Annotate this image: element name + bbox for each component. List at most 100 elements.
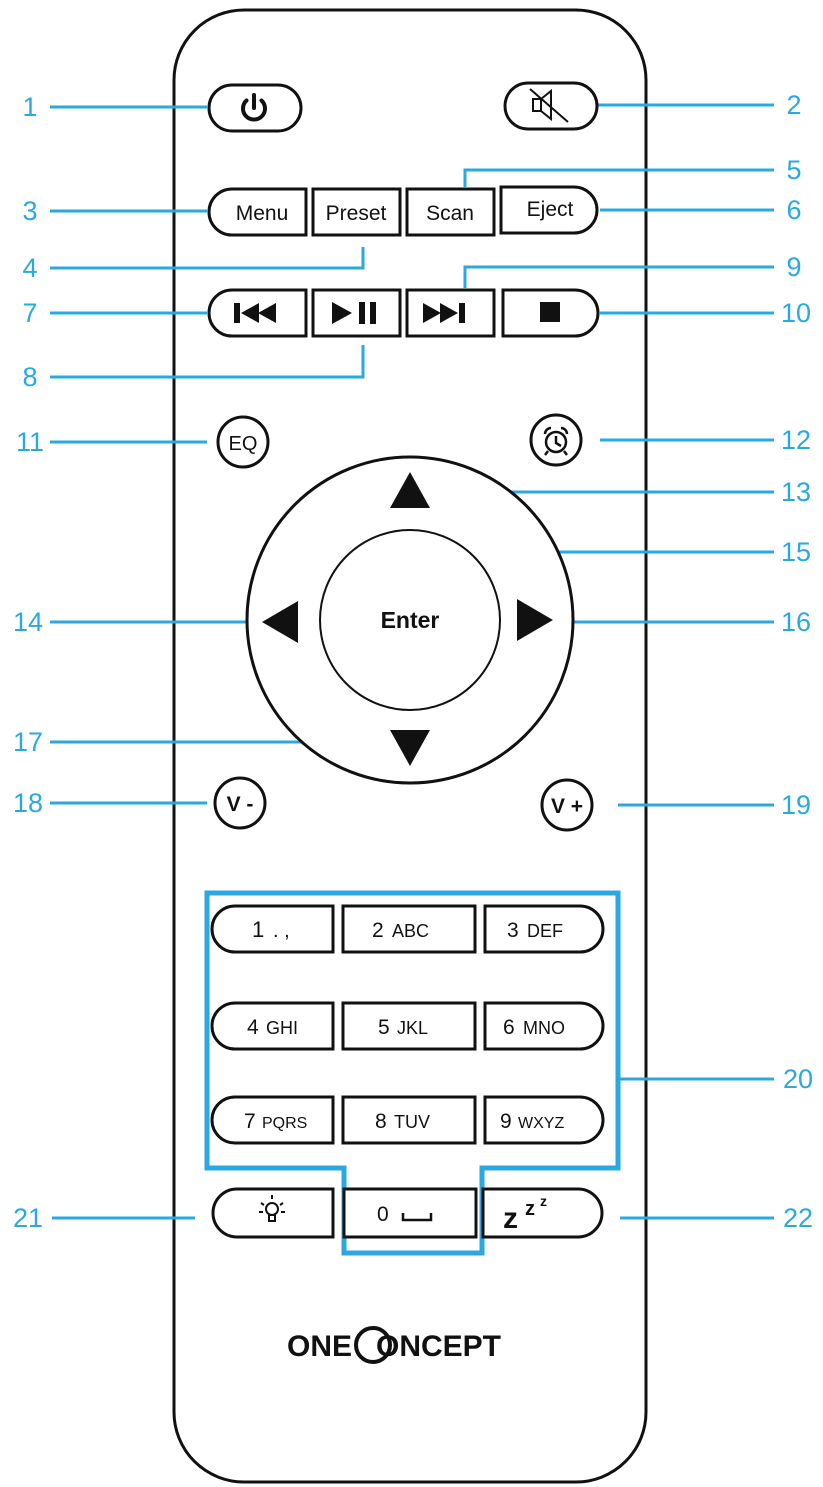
eject-label: Eject: [527, 198, 574, 221]
preset-label: Preset: [326, 202, 387, 225]
callout-10: 10: [781, 298, 811, 328]
callout-18: 18: [13, 788, 43, 818]
callout-17: 17: [13, 727, 43, 757]
callout-numbers: 1 2 3 4 5 6 7 8 9 10 11 12 13 14 15 16 1…: [13, 90, 813, 1233]
alarm-clock-icon: [543, 426, 569, 456]
callout-line-9: [463, 265, 774, 288]
callout-line-5: [463, 168, 774, 187]
key-5[interactable]: 5 JKL: [341, 1001, 477, 1051]
eq-label: EQ: [229, 433, 258, 455]
callout-21: 21: [13, 1203, 43, 1233]
space-icon: [401, 1213, 433, 1222]
callout-2: 2: [786, 90, 801, 120]
scan-button[interactable]: Scan: [405, 187, 496, 237]
key-7-letters: PQRS: [262, 1115, 307, 1132]
enter-button[interactable]: Enter: [319, 529, 501, 711]
menu-button[interactable]: Menu: [207, 187, 308, 237]
callout-line-4: [50, 247, 365, 270]
dimmer-button[interactable]: [211, 1187, 335, 1239]
menu-label: Menu: [236, 202, 289, 225]
key-3-letters: DEF: [527, 921, 563, 941]
key-9-letters: WXYZ: [518, 1115, 564, 1132]
callout-19: 19: [781, 790, 811, 820]
callout-20: 20: [783, 1064, 813, 1094]
key-1-letters: . ,: [273, 920, 290, 942]
key-0-number: 0: [377, 1203, 389, 1226]
volume-up-label: V +: [551, 795, 583, 818]
next-track-icon: [423, 303, 465, 323]
key-8-letters: TUV: [394, 1112, 430, 1132]
key-6-letters: MNO: [523, 1018, 565, 1038]
play-pause-icon: [332, 302, 376, 324]
key-7-number: 7: [244, 1110, 256, 1133]
sleep-z-small: z: [540, 1193, 547, 1209]
alarm-button[interactable]: [529, 413, 583, 467]
arrow-right-icon[interactable]: [517, 599, 553, 641]
preset-button[interactable]: Preset: [311, 187, 402, 237]
light-bulb-icon: [259, 1195, 285, 1222]
key-1[interactable]: 1 . ,: [210, 904, 335, 954]
mute-button[interactable]: [503, 81, 599, 131]
keypad-highlight-outline: [204, 890, 621, 1256]
key-6-number: 6: [503, 1016, 515, 1039]
key-8-number: 8: [375, 1110, 387, 1133]
sleep-z-medium: z: [525, 1198, 535, 1220]
power-button[interactable]: [207, 83, 303, 133]
key-4-number: 4: [247, 1016, 259, 1039]
key-9-number: 9: [500, 1110, 512, 1133]
arrow-left-icon[interactable]: [262, 601, 298, 643]
callout-15: 15: [781, 537, 811, 567]
key-2[interactable]: 2 ABC: [341, 904, 477, 954]
volume-up-button[interactable]: V +: [540, 778, 594, 832]
arrow-up-icon[interactable]: [390, 472, 430, 508]
callout-lines: [50, 103, 774, 1220]
brand-logo-ring: [354, 1326, 392, 1364]
callout-line-8: [50, 345, 365, 379]
brand-logo: ONE ONCEPT: [287, 1326, 501, 1364]
key-1-number: 1: [252, 917, 264, 942]
eq-button[interactable]: EQ: [216, 415, 270, 469]
volume-down-button[interactable]: V -: [213, 776, 267, 830]
previous-track-icon: [234, 303, 276, 323]
key-2-letters: ABC: [392, 921, 429, 941]
callout-22: 22: [783, 1203, 813, 1233]
callout-6: 6: [786, 195, 801, 225]
stop-button[interactable]: [501, 288, 600, 338]
arrow-down-icon[interactable]: [390, 730, 430, 766]
scan-label: Scan: [426, 202, 474, 225]
key-4[interactable]: 4 GHI: [210, 1001, 335, 1051]
play-pause-button[interactable]: [311, 288, 402, 338]
key-3[interactable]: 3 DEF: [483, 904, 605, 954]
brand-logo-part1: ONE: [287, 1330, 352, 1363]
key-0[interactable]: 0: [342, 1187, 478, 1239]
callout-3: 3: [22, 196, 37, 226]
key-7[interactable]: 7 PQRS: [210, 1095, 335, 1145]
callout-5: 5: [786, 155, 801, 185]
next-track-button[interactable]: [405, 288, 496, 338]
sleep-z-large: z: [503, 1202, 518, 1235]
sleep-button[interactable]: z z z: [481, 1187, 604, 1239]
key-6[interactable]: 6 MNO: [483, 1001, 605, 1051]
key-9[interactable]: 9 WXYZ: [483, 1095, 605, 1145]
callout-7: 7: [22, 298, 37, 328]
enter-label: Enter: [381, 607, 440, 633]
callout-4: 4: [22, 253, 37, 283]
key-4-letters: GHI: [266, 1018, 298, 1038]
volume-down-label: V -: [227, 793, 254, 816]
key-5-number: 5: [378, 1016, 390, 1039]
mute-icon: [529, 88, 569, 123]
brand-logo-part2: ONCEPT: [376, 1330, 501, 1363]
callout-16: 16: [781, 607, 811, 637]
key-3-number: 3: [507, 919, 519, 942]
stop-icon: [540, 302, 560, 322]
key-8[interactable]: 8 TUV: [341, 1095, 477, 1145]
callout-14: 14: [13, 607, 43, 637]
key-2-number: 2: [372, 919, 384, 942]
callout-8: 8: [22, 362, 37, 392]
callout-9: 9: [786, 252, 801, 282]
callout-1: 1: [22, 92, 37, 122]
previous-track-button[interactable]: [207, 288, 308, 338]
eject-button[interactable]: Eject: [499, 185, 599, 235]
power-icon: [241, 93, 267, 122]
